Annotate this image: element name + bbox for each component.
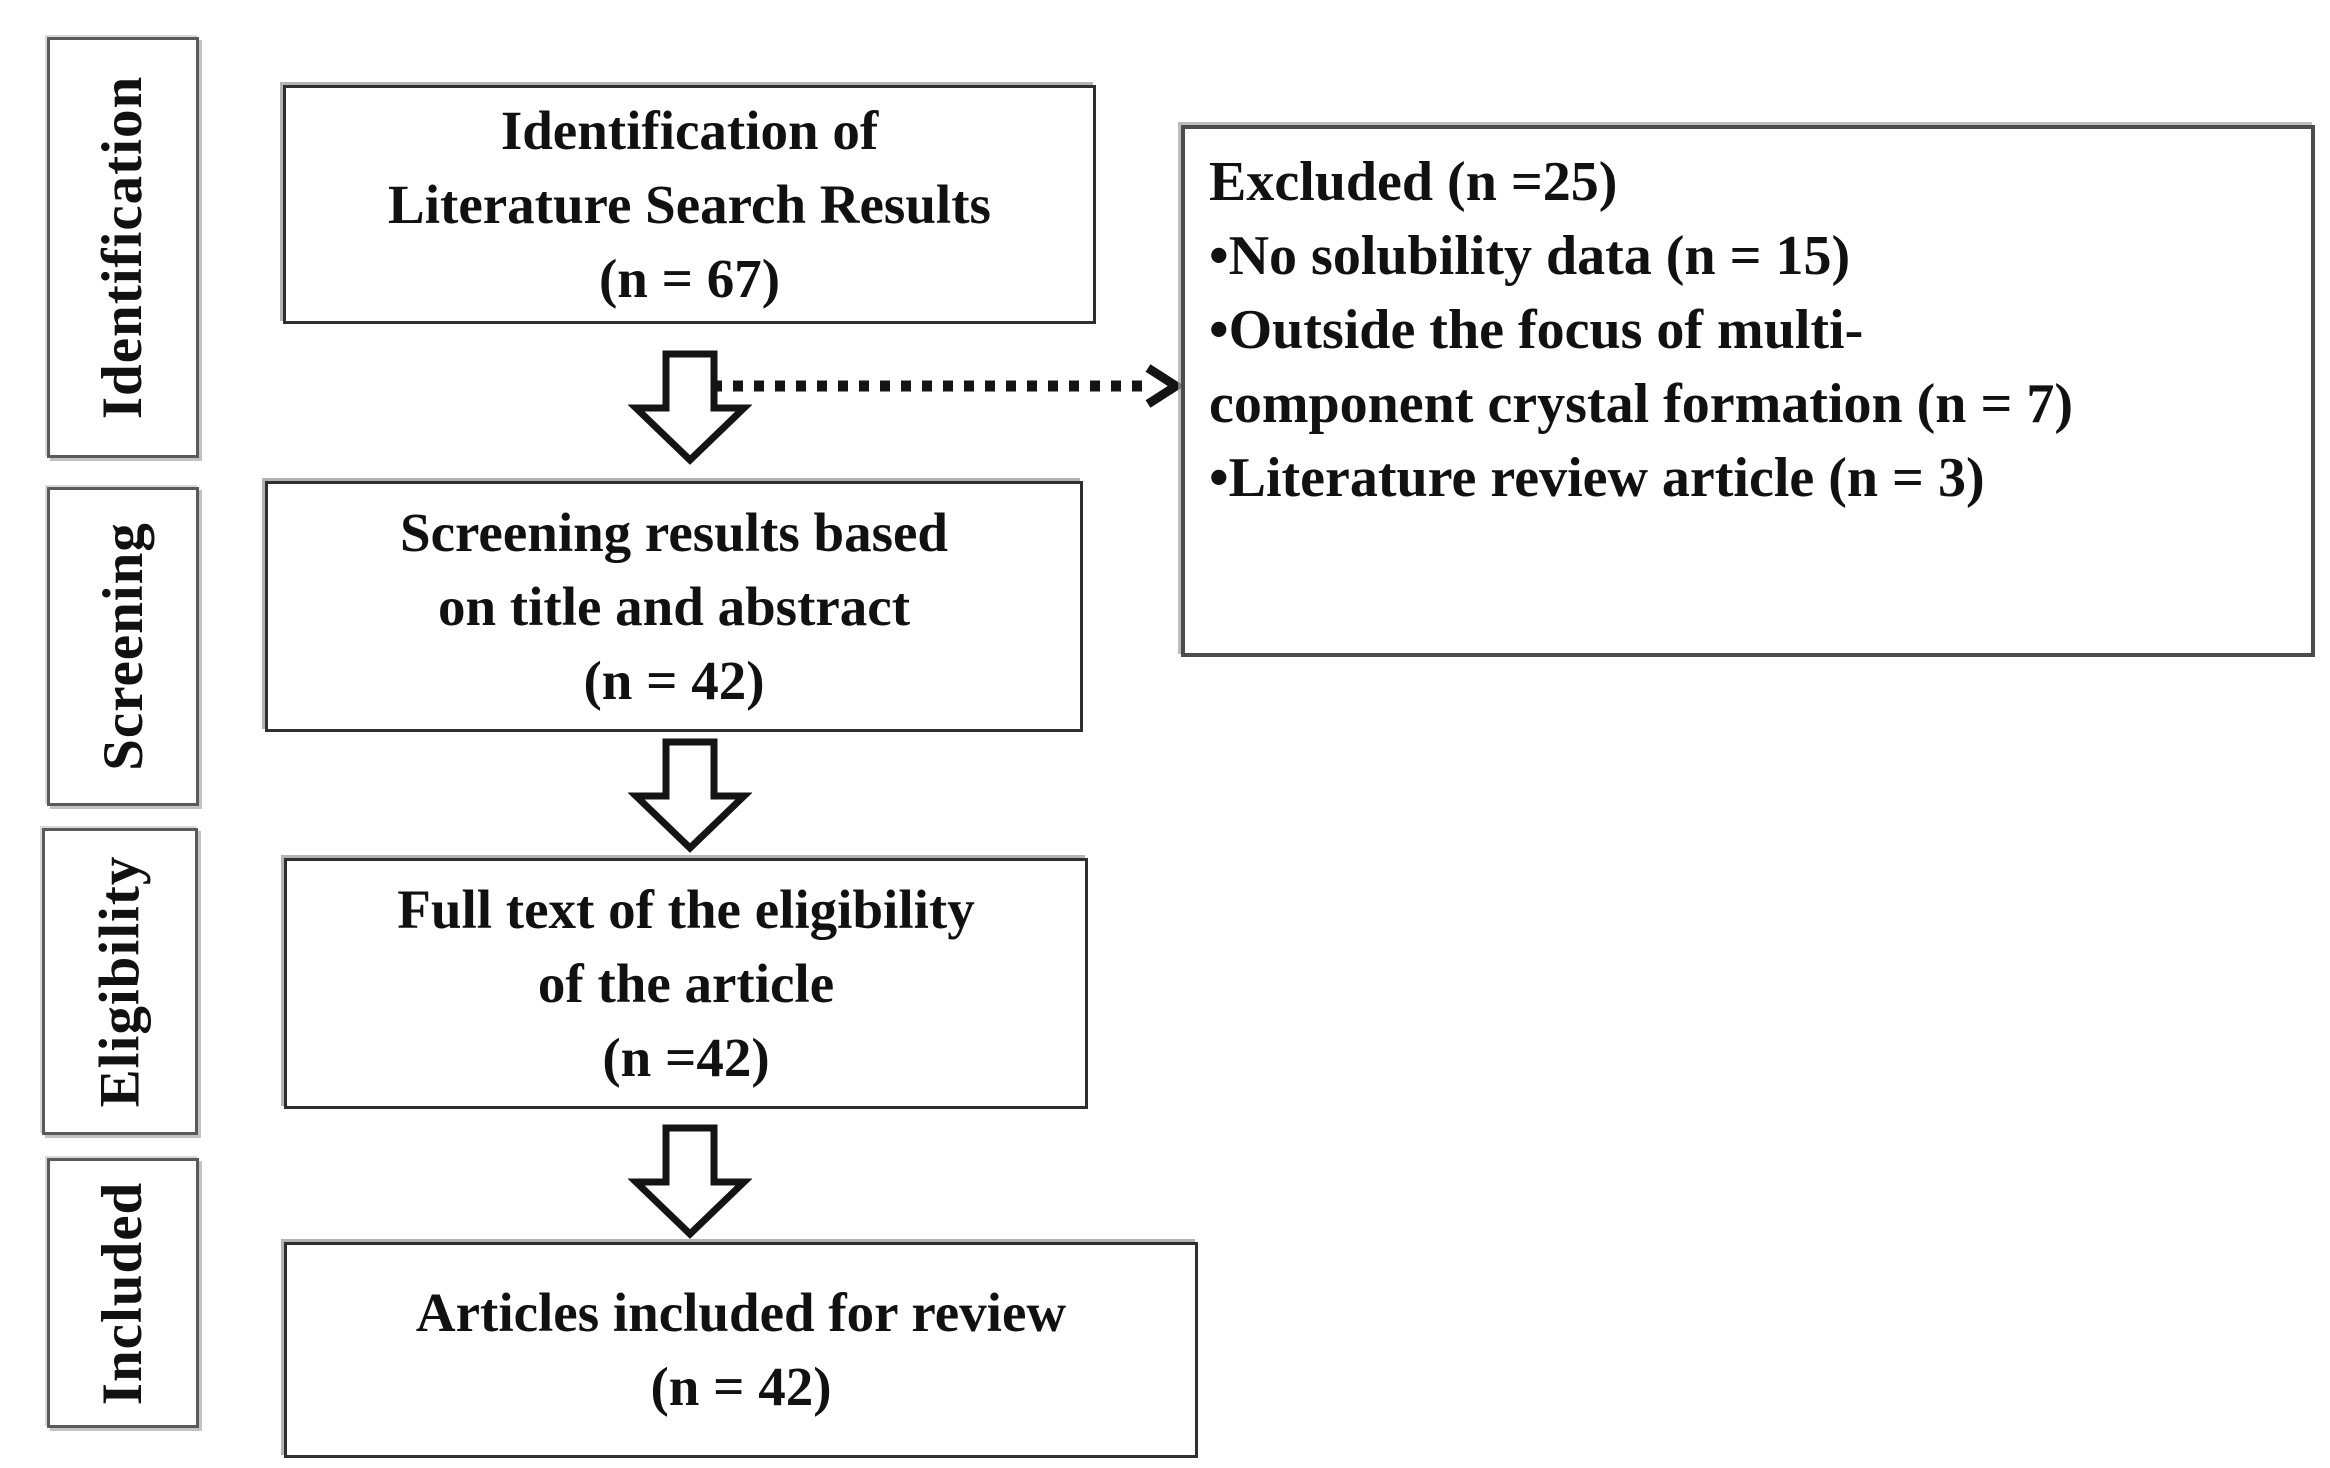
dashed-arrow-icon [712, 364, 1182, 408]
flow-box-identification: Identification of Literature Search Resu… [283, 85, 1096, 324]
stage-label-included: Included [91, 1181, 155, 1405]
flow-box-included-line-1: Articles included for review [415, 1282, 1067, 1343]
flow-box-eligibility: Full text of the eligibility of the arti… [284, 858, 1088, 1109]
stage-box-screening: Screening [47, 487, 199, 806]
flow-box-identification-line-2: Literature Search Results [388, 173, 991, 235]
stage-box-identification: Identification [47, 37, 199, 458]
flow-box-screening-line-2: on title and abstract [437, 575, 911, 637]
down-arrow-icon-3 [628, 1124, 752, 1239]
flow-box-screening: Screening results based on title and abs… [265, 481, 1083, 732]
flow-box-eligibility-line-2: of the article [537, 952, 835, 1014]
excluded-item-no-solubility: •No solubility data (n = 15) [1209, 225, 1851, 287]
excluded-item-outside-focus-line-2: component crystal formation (n = 7) [1209, 373, 2074, 435]
excluded-item-review-article: •Literature review article (n = 3) [1209, 447, 1985, 509]
flow-box-screening-count: (n = 42) [583, 649, 765, 711]
stage-label-screening: Screening [91, 522, 155, 771]
stage-label-eligibility: Eligibility [88, 855, 152, 1108]
stage-box-eligibility: Eligibility [42, 828, 198, 1135]
flow-box-included: Articles included for review (n = 42) [284, 1242, 1198, 1458]
down-arrow-icon-2 [628, 738, 752, 853]
down-arrow-icon-1 [628, 350, 752, 465]
stage-label-identification: Identification [91, 75, 155, 420]
flow-box-screening-line-1: Screening results based [399, 501, 948, 563]
flow-box-eligibility-line-1: Full text of the eligibility [397, 878, 975, 940]
excluded-box: Excluded (n =25) •No solubility data (n … [1181, 125, 2315, 657]
flow-box-eligibility-count: (n =42) [602, 1026, 770, 1088]
excluded-title: Excluded (n =25) [1209, 151, 1618, 213]
excluded-item-outside-focus-line-1: •Outside the focus of multi- [1209, 299, 1864, 361]
stage-box-included: Included [47, 1158, 199, 1428]
flow-box-identification-line-1: Identification of [500, 99, 879, 161]
flow-box-included-count: (n = 42) [650, 1356, 832, 1417]
flow-box-identification-count: (n = 67) [598, 247, 781, 309]
